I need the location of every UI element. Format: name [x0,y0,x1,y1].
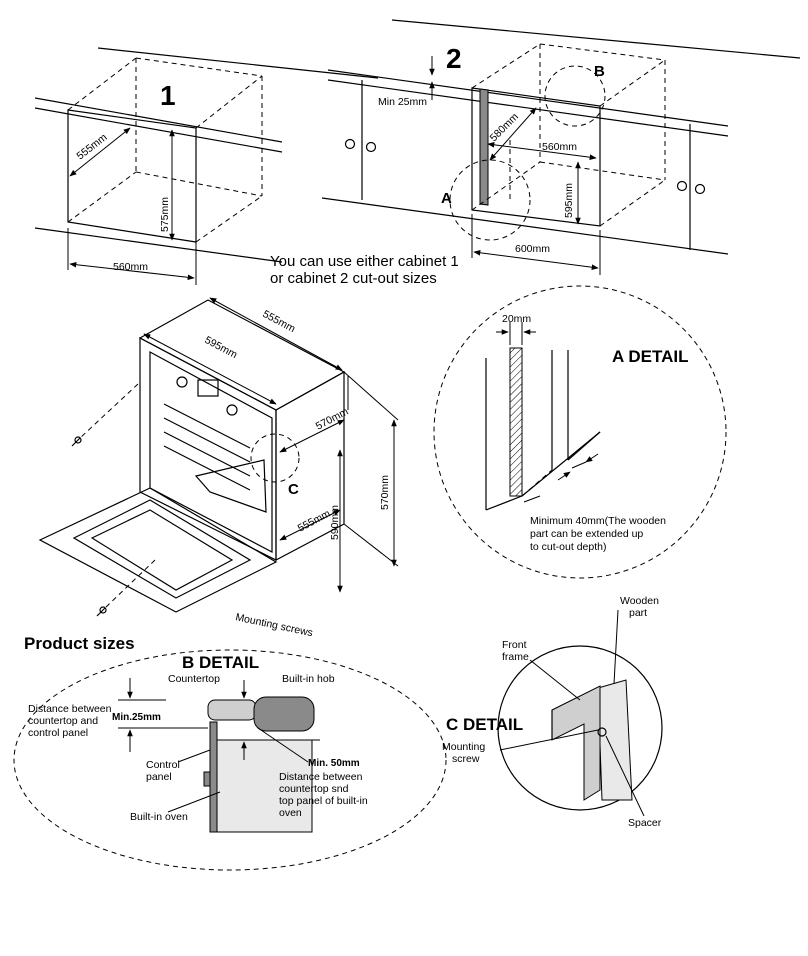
c-mounting-line2: screw [452,753,480,765]
oven-total-height-label: 570mm [379,475,391,510]
mounting-screws-label: Mounting screws [234,611,314,639]
cabinet-1-number: 1 [160,80,176,111]
cabinet-note-line2: or cabinet 2 cut-out sizes [270,270,437,287]
b-distance1-line2: countertop and [28,715,98,727]
b-distance2-line3: top panel of built-in [279,795,368,807]
cabinet-1-height-label: 575mm [159,197,171,232]
oven-width-label: 595mm [203,334,240,361]
cabinet-2-depth-label: 580mm [488,111,521,144]
cabinet-2-number: 2 [446,43,462,74]
callout-a: A [441,190,452,207]
product-sizes-heading: Product sizes [24,634,135,653]
c-wooden-line2: part [629,607,647,619]
b-detail: B DETAIL Countertop Built-in hob Distanc… [13,649,447,871]
b-control-panel-line1: Control [146,759,180,771]
c-mounting-line1: Mounting [442,741,485,753]
b-distance1-line1: Distance between [28,703,112,715]
b-oven-label: Built-in oven [130,811,188,823]
a-detail-width-label: 20mm [502,313,531,325]
cabinet-2-min-gap-label: Min 25mm [378,96,427,108]
b-distance1-line3: control panel [28,727,88,739]
callout-b: B [594,63,605,80]
oven-diagram: 555mm 595mm 570mm 555mm 590mm 570mm C Mo… [38,297,399,639]
callout-c: C [288,481,299,498]
cabinet-1-diagram: 1 555mm 575mm 560mm [34,47,379,285]
a-detail-title: A DETAIL [612,347,689,366]
c-spacer-label: Spacer [628,817,662,829]
a-detail: 20mm A DETAIL Minimum 40mm(The wooden pa… [433,285,727,579]
a-detail-note-line2: part can be extended up [530,528,643,540]
oven-side-height-label: 590mm [329,505,341,540]
b-countertop-label: Countertop [168,673,220,685]
c-detail: C DETAIL Wooden part Front frame Mountin… [442,595,663,829]
a-detail-note-line3: to cut-out depth) [530,541,606,553]
cabinet-2-diagram: 2 Min 25mm 580mm 560mm 595mm 600mm A B [321,19,801,275]
oven-side-depth-label: 555mm [296,507,333,534]
c-front-line2: frame [502,651,529,663]
b-control-panel-line2: panel [146,771,172,783]
cabinet-2-height-label: 595mm [563,183,575,218]
cabinet-1-width-label: 560mm [113,261,148,273]
b-min25-label: Min.25mm [112,712,161,723]
cabinet-2-inner-width-label: 560mm [542,141,577,153]
oven-front-height-label: 570mm [314,405,351,432]
b-hob-label: Built-in hob [282,673,335,685]
a-detail-note-line1: Minimum 40mm(The wooden [530,515,666,527]
c-front-line1: Front [502,639,527,651]
b-distance2-line2: countertop snd [279,783,349,795]
b-distance2-line1: Distance between [279,771,363,783]
cabinet-note-line1: You can use either cabinet 1 [270,253,459,270]
b-min50-label: Min. 50mm [308,758,360,769]
c-detail-title: C DETAIL [446,715,523,734]
c-wooden-line1: Wooden [620,595,659,607]
b-distance2-line4: oven [279,807,302,819]
cabinet-1-depth-label: 555mm [74,131,109,162]
cabinet-2-outer-width-label: 600mm [515,243,550,255]
b-detail-title: B DETAIL [182,653,259,672]
